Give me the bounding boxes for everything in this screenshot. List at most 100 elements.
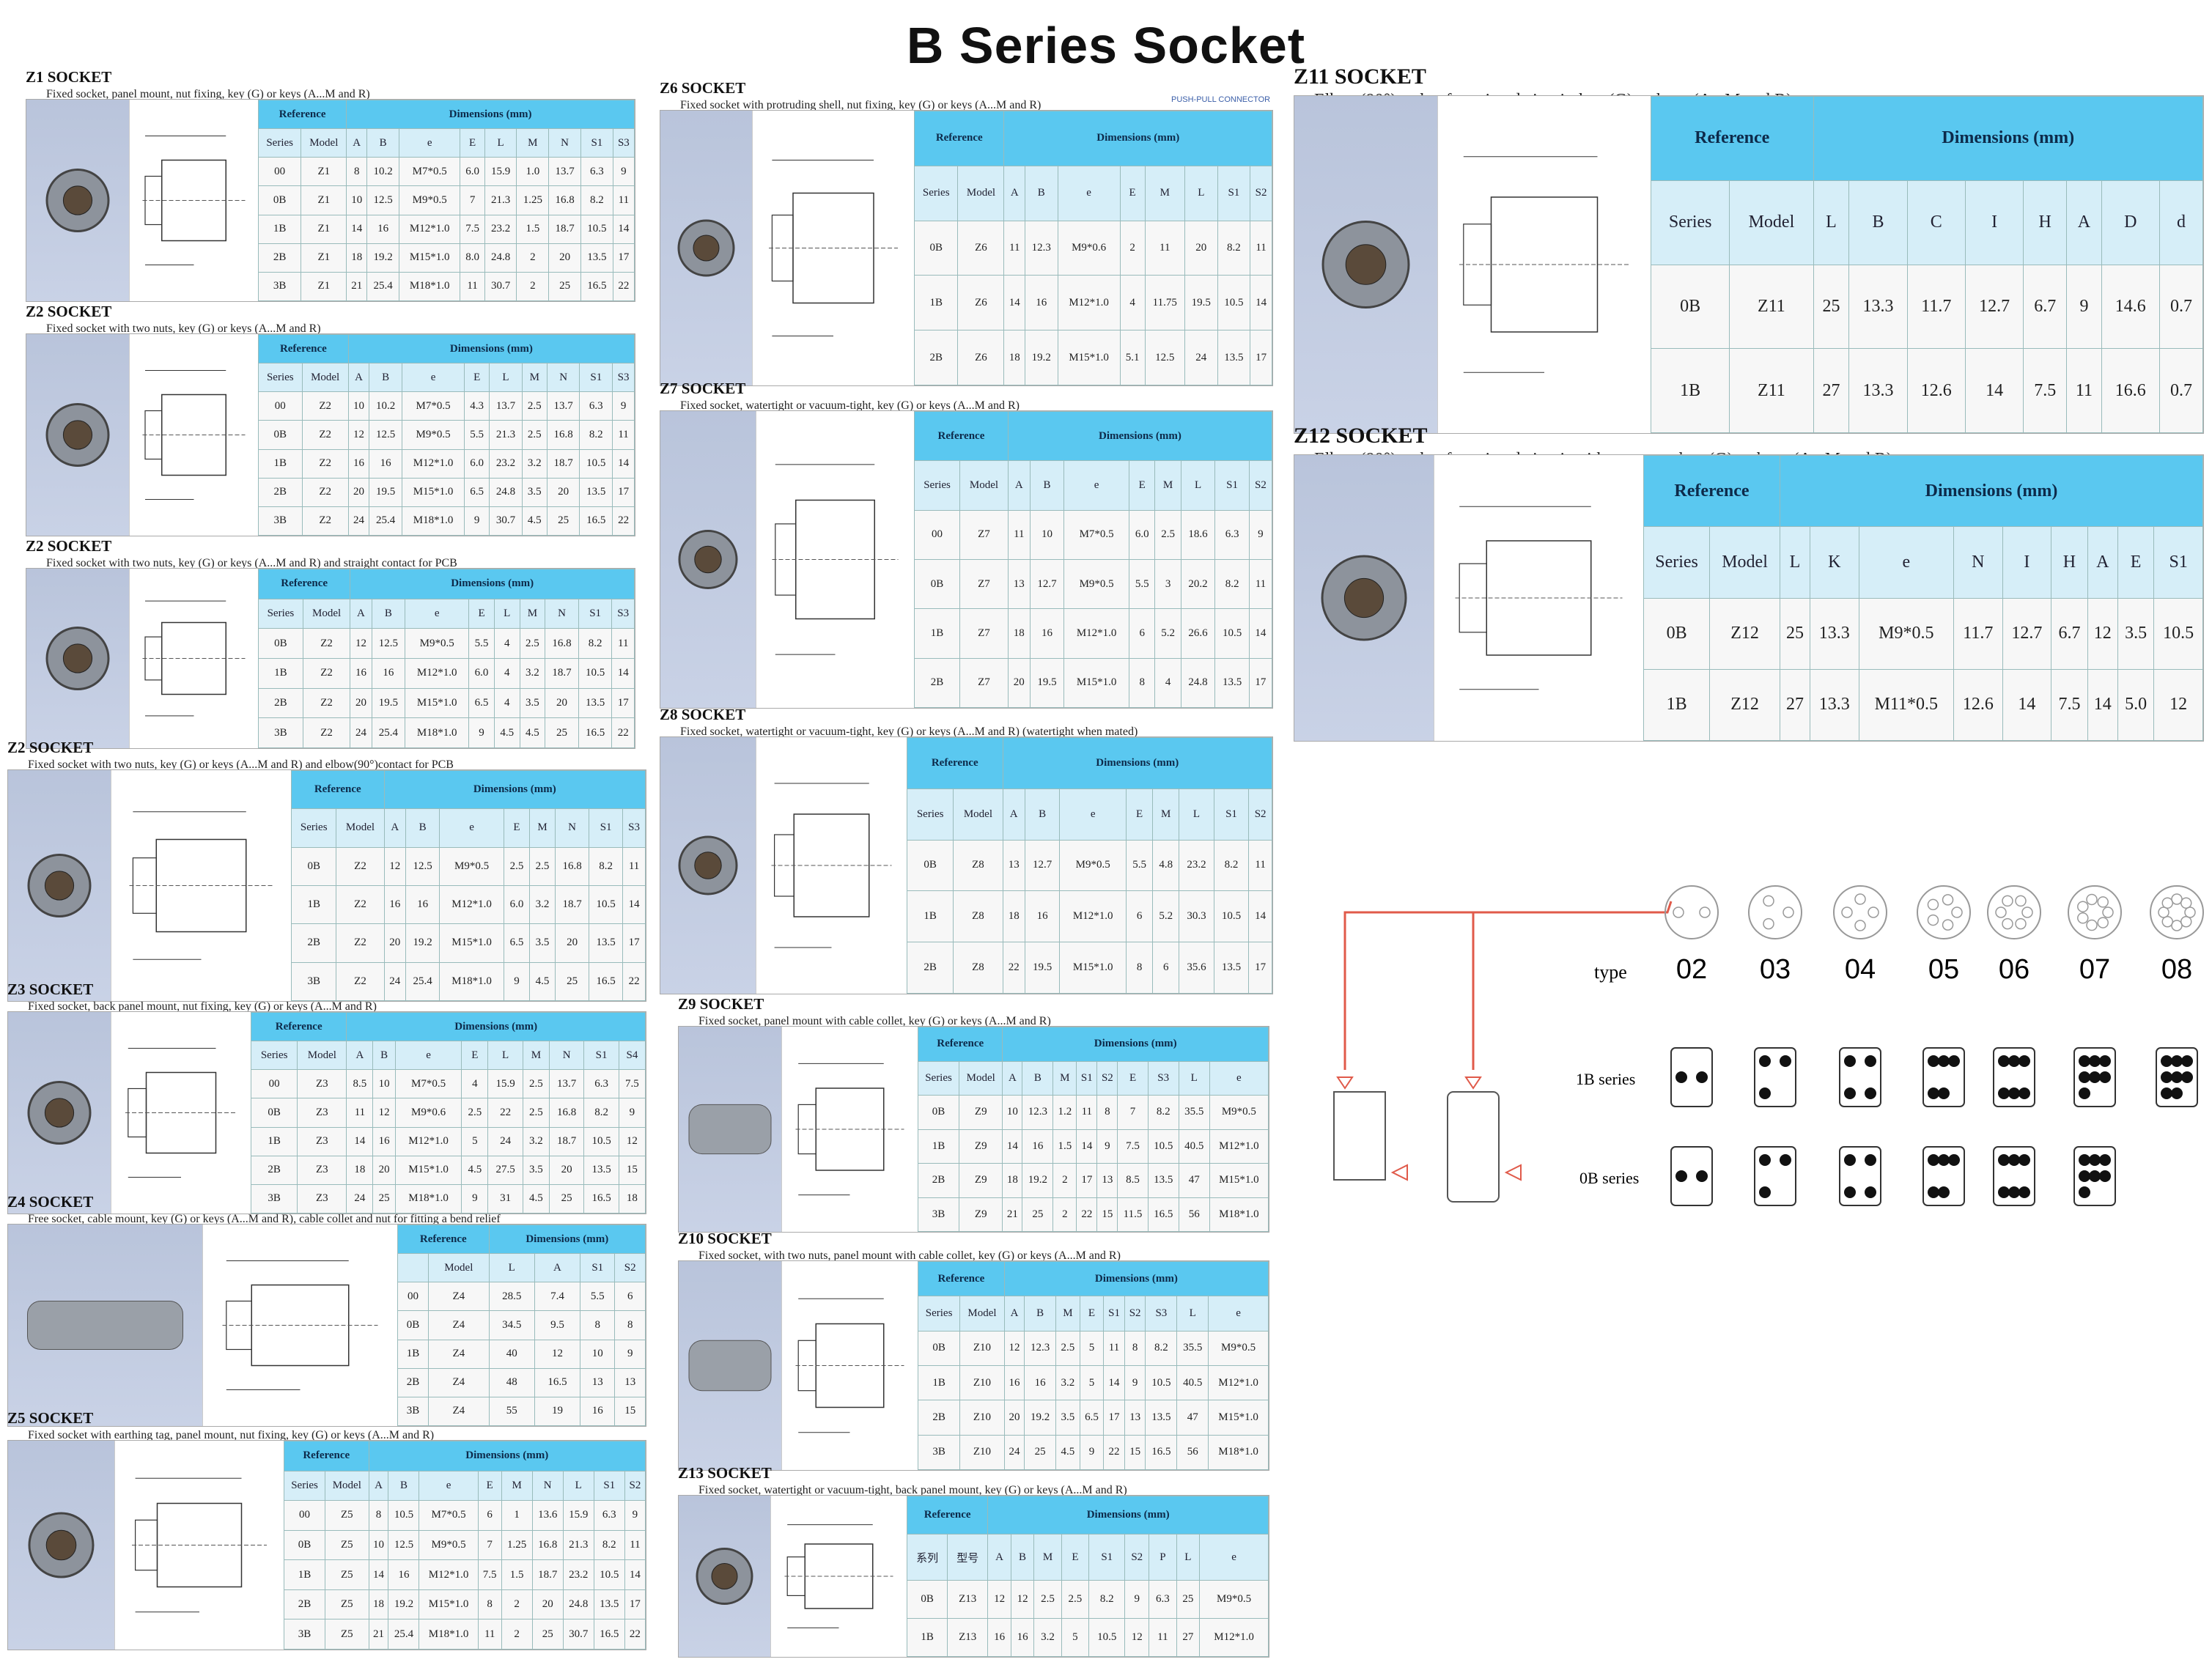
table-cell: 24.8: [562, 1589, 594, 1620]
table-cell: 19.5: [1029, 657, 1065, 709]
type-number: 06: [1999, 954, 2029, 985]
column-header: A: [987, 1533, 1011, 1581]
table-cell: 5.0: [2117, 668, 2155, 742]
table-cell: Z10: [959, 1400, 1005, 1436]
table-cell: 8.2: [1213, 839, 1250, 892]
table-cell: 12: [1124, 1618, 1150, 1657]
section-subtitle: Fixed socket, panel mount, nut fixing, k…: [46, 88, 370, 100]
contact-pin-icon: [1995, 906, 2007, 918]
column-header: E: [477, 1470, 502, 1502]
table-cell: 15: [1124, 1434, 1146, 1471]
table-cell: Z9: [959, 1129, 1003, 1164]
table-cell: 16: [580, 1396, 616, 1427]
table-cell: 6.0: [464, 448, 490, 479]
column-header: e: [405, 598, 470, 629]
technical-drawing-svg: [795, 1063, 904, 1196]
table-cell: 1B: [257, 214, 302, 244]
table-cell: 14: [2002, 668, 2052, 742]
table-cell: 14: [1002, 1129, 1023, 1164]
table-cell: 16: [1025, 275, 1058, 331]
reference-header: Reference: [907, 737, 1003, 789]
table-cell: 13.5: [1213, 942, 1250, 994]
table-cell: 16.5: [579, 506, 613, 536]
table-cell: 9: [503, 961, 531, 1002]
table-cell: 00: [397, 1282, 430, 1312]
reference-header: Reference: [918, 1260, 1005, 1297]
dimensions-header: Dimensions (mm): [346, 1011, 646, 1042]
table-cell: 25: [531, 1619, 564, 1650]
table-cell: 00: [257, 157, 302, 187]
connector-photo: [26, 569, 129, 748]
table-cell: Z3: [297, 1098, 347, 1128]
table-cell: 25: [1022, 1197, 1054, 1232]
table-cell: 7.5: [460, 214, 485, 244]
column-header: A: [534, 1253, 581, 1283]
table-cell: 48: [488, 1367, 535, 1397]
table-cell: 25: [548, 1183, 585, 1214]
section-subtitle: Fixed socket with two nuts, key (G) or k…: [28, 758, 454, 771]
table-cell: 16: [350, 657, 372, 689]
table-cell: 20: [531, 1589, 564, 1620]
column-header: L: [1184, 165, 1218, 221]
column-header: S2: [1124, 1296, 1146, 1332]
table-cell: 9: [1079, 1434, 1105, 1471]
table-cell: 00: [913, 509, 961, 560]
table-cell: 13.3: [1848, 348, 1908, 433]
technical-drawing: [770, 1496, 907, 1657]
table-cell: 3.5: [519, 687, 546, 719]
table-cell: 21: [368, 1619, 389, 1650]
table-cell: 25: [372, 1183, 396, 1214]
table-cell: 5.2: [1152, 890, 1180, 943]
pin-dot: [2079, 1055, 2090, 1067]
pin-dot: [2181, 1055, 2193, 1067]
table-cell: M15*1.0: [419, 1589, 479, 1620]
column-header: E: [1079, 1296, 1105, 1332]
pin-dot: [2008, 1087, 2020, 1099]
column-header: A: [346, 1041, 374, 1071]
table-cell: 25: [546, 506, 580, 536]
table-cell: 14: [368, 1559, 389, 1590]
table-cell: 7.5: [477, 1559, 502, 1590]
table-cell: Z3: [297, 1126, 347, 1156]
table-cell: 8.2: [1088, 1580, 1126, 1619]
connector-photo-svg: [1321, 221, 1410, 309]
table-cell: 2: [501, 1589, 533, 1620]
table-cell: 8: [1126, 942, 1154, 994]
column-header: N: [548, 1041, 585, 1071]
table-cell: 22: [612, 271, 635, 302]
table-cell: 12.5: [371, 628, 406, 659]
column-header: M: [1033, 1533, 1062, 1581]
table-cell: 3.2: [1055, 1364, 1080, 1401]
table-cell: 18.6: [1180, 509, 1216, 560]
contact-pin-icon: [2171, 893, 2183, 905]
column-header: S3: [612, 128, 635, 158]
connector-photo: [660, 737, 756, 994]
table-cell: 18: [346, 1155, 374, 1185]
dimensions-header: Dimensions (mm): [350, 569, 635, 599]
table-cell: 6.3: [1149, 1580, 1177, 1619]
table-cell: 3.2: [522, 1126, 550, 1156]
technical-drawing-svg: [1455, 506, 1623, 690]
pin-dot: [1675, 1170, 1687, 1182]
table-cell: 0B: [917, 1095, 960, 1130]
table-cell: 18.7: [555, 884, 590, 925]
contact-pin-icon: [1699, 906, 1711, 918]
table-cell: 1: [501, 1500, 533, 1531]
table-cell: 11: [460, 271, 485, 302]
pin-dot: [1844, 1055, 1856, 1067]
technical-drawing: [111, 770, 291, 1001]
column-header: L: [487, 1041, 523, 1071]
table-cell: Z6: [957, 220, 1005, 276]
connector-photo-svg: [677, 219, 735, 277]
table-cell: 14: [612, 448, 635, 479]
column-header: Series: [257, 128, 302, 158]
